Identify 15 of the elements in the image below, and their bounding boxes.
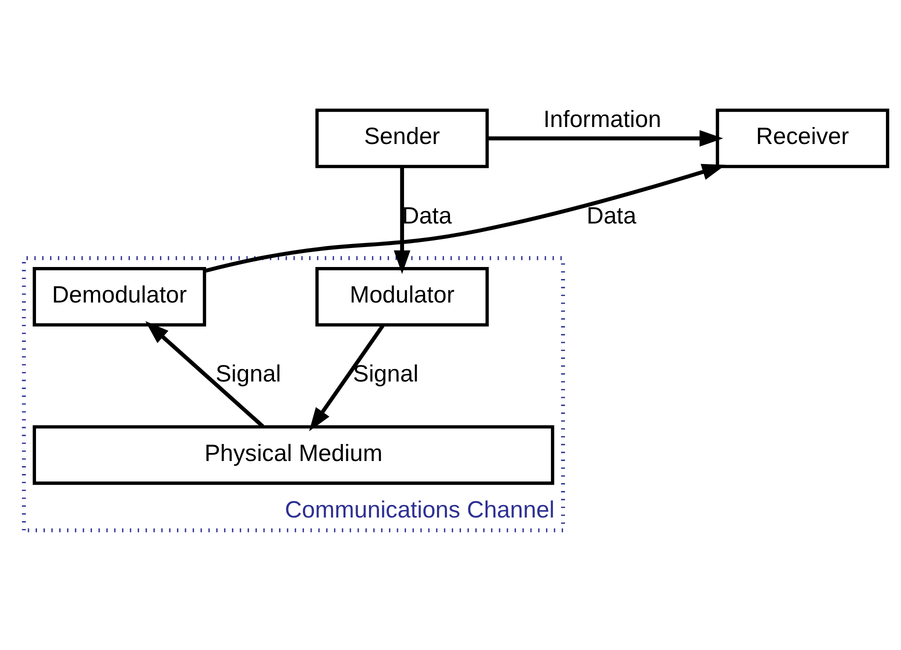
edge-label: Signal	[352, 360, 418, 386]
arrow	[145, 320, 264, 428]
arrow	[488, 130, 724, 146]
edge-label: Data	[402, 202, 452, 228]
node-box: Receiver	[716, 108, 890, 168]
arrow	[309, 324, 385, 431]
node-box: Demodulator	[32, 266, 206, 326]
node-box: Modulator	[315, 266, 489, 326]
arrow	[204, 163, 726, 272]
edge-label: Information	[543, 106, 662, 132]
arrow	[394, 166, 410, 274]
edge-label: Signal	[216, 360, 282, 386]
edge-label: Data	[586, 202, 636, 228]
node-box: Sender	[315, 108, 489, 168]
node-box: Physical Medium	[32, 424, 554, 484]
